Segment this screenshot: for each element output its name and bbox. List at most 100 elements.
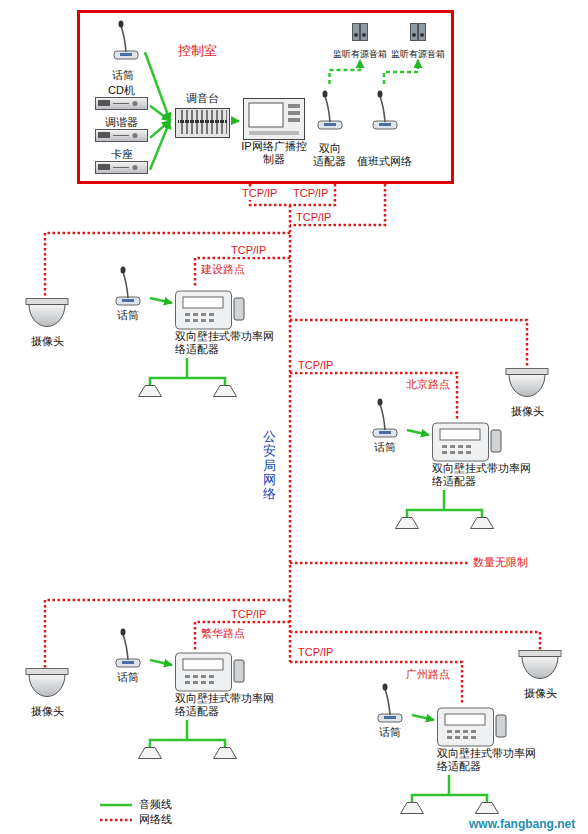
microphone-label: 话筒 [117, 671, 139, 684]
broadcast-controller: IP网络广播控制器 [239, 98, 309, 166]
microphone-icon [378, 683, 402, 722]
audio-connector [150, 121, 170, 170]
microphone-label: 话筒 [117, 309, 139, 322]
cd-player: CD机 [93, 84, 150, 112]
monitor-speaker: 监听有源音箱 [390, 22, 446, 60]
watermark: www.fangbang.net [468, 817, 576, 831]
legend-sample-audio [100, 804, 132, 807]
network-line [250, 184, 385, 662]
microphone-icon [116, 266, 140, 305]
cassette-deck-label: 卡座 [111, 148, 133, 161]
camera-icon [506, 369, 548, 397]
audio-connector [412, 715, 434, 720]
microphone-icon [114, 20, 138, 59]
monitor-speaker: 监听有源音箱 [332, 22, 388, 60]
cd-player-icon [96, 98, 148, 110]
camera-icon [519, 651, 561, 679]
microphone-label: 话筒 [379, 726, 401, 739]
wall-adapter-label: 双向壁挂式带功率网络适配器 [434, 747, 540, 773]
adapter-icon [438, 708, 507, 746]
adapter-icon [176, 653, 245, 691]
protocol-label: TCP/IP [241, 187, 278, 200]
protocol-label: TCP/IP [297, 646, 334, 659]
camera-label: 摄像头 [31, 335, 64, 348]
horn-speaker [471, 518, 494, 529]
camera: 摄像头 [518, 650, 562, 700]
deck-icon [96, 162, 148, 174]
note: 数量无限制 [472, 556, 529, 569]
legend-text: 音频线 [138, 798, 173, 811]
camera-label: 摄像头 [511, 405, 544, 418]
monitor-speaker-label: 监听有源音箱 [391, 49, 445, 60]
site-name: 繁华路点 [200, 627, 246, 640]
broadcast-controller-label: IP网络广播控制器 [239, 140, 309, 166]
monitor-speaker-icon [411, 24, 426, 41]
protocol-label: TCP/IP [297, 359, 334, 372]
microphone-label: 话筒 [374, 441, 396, 454]
horn-speaker [396, 518, 419, 529]
protocol-label: TCP/IP [295, 211, 332, 224]
camera-icon [26, 669, 68, 697]
protocol-label: TCP/IP [292, 187, 329, 200]
audio-connector [384, 60, 418, 84]
camera: 摄像头 [505, 368, 549, 418]
protocol-label: TCP/IP [230, 608, 267, 621]
legend-sample-network [100, 819, 132, 822]
network-name: 公安局网络 [262, 430, 277, 501]
audio-connector [145, 52, 170, 121]
site-name: 北京路点 [405, 378, 451, 391]
cassette-deck: 卡座 [93, 148, 150, 176]
legend-text: 网络线 [138, 813, 173, 826]
horn-speaker [139, 748, 162, 759]
network-line [45, 600, 540, 705]
protocol-label: TCP/IP [230, 244, 267, 257]
horn-speaker [214, 748, 237, 759]
wall-adapter-label: 双向壁挂式带功率网络适配器 [429, 462, 535, 488]
camera-icon [26, 299, 68, 327]
horn-speaker [401, 803, 424, 814]
camera: 摄像头 [25, 298, 69, 348]
control-room-label: 控制室 [178, 43, 217, 59]
wall-adapter-label: 双向壁挂式带功率网络适配器 [172, 692, 278, 718]
adapter-icon [176, 291, 245, 329]
audio-connector [150, 660, 172, 665]
microphone-icon [318, 90, 342, 129]
microphone: 话筒 [105, 628, 150, 684]
monitor-speaker-icon [353, 24, 368, 41]
camera-label: 摄像头 [524, 687, 557, 700]
audio-lines [100, 358, 487, 805]
duty-network-adapter: 值班式网络 [355, 84, 413, 168]
mixer-icon [176, 109, 230, 138]
tuner-icon [96, 130, 148, 142]
network-line [45, 233, 527, 563]
controller-icon [244, 99, 305, 140]
camera: 摄像头 [25, 668, 69, 718]
wall-adapter: 双向壁挂式带功率网络适配器 [172, 288, 278, 356]
wall-adapter: 双向壁挂式带功率网络适配器 [429, 420, 535, 488]
camera-label: 摄像头 [31, 705, 64, 718]
wall-adapter-label: 双向壁挂式带功率网络适配器 [172, 330, 278, 356]
microphone-icon [373, 398, 397, 437]
control-room: 控制室话筒 CD机调谐器卡座 调音台 IP网络广播控制器双向 适配器值班式网络 监听有源… [77, 10, 454, 184]
tuner: 调谐器 [93, 116, 150, 144]
audio-connector [150, 106, 170, 121]
audio-connector [407, 430, 429, 435]
cd-player-label: CD机 [108, 84, 135, 97]
microphone: 话筒 [100, 16, 145, 82]
audio-connector [330, 60, 361, 84]
tuner-label: 调谐器 [105, 116, 138, 129]
horn-speaker [139, 386, 162, 397]
monitor-speaker-label: 监听有源音箱 [333, 49, 387, 60]
microphone-label: 话筒 [112, 69, 134, 82]
adapter-icon [433, 423, 502, 461]
horn-speaker [476, 803, 499, 814]
network-lines [45, 184, 540, 820]
mixer-label: 调音台 [186, 92, 219, 105]
horn-speaker [214, 386, 237, 397]
microphone: 话筒 [362, 398, 407, 454]
wall-adapter: 双向壁挂式带功率网络适配器 [434, 705, 540, 773]
duplex-adapter: 双向 适配器 [312, 84, 347, 168]
